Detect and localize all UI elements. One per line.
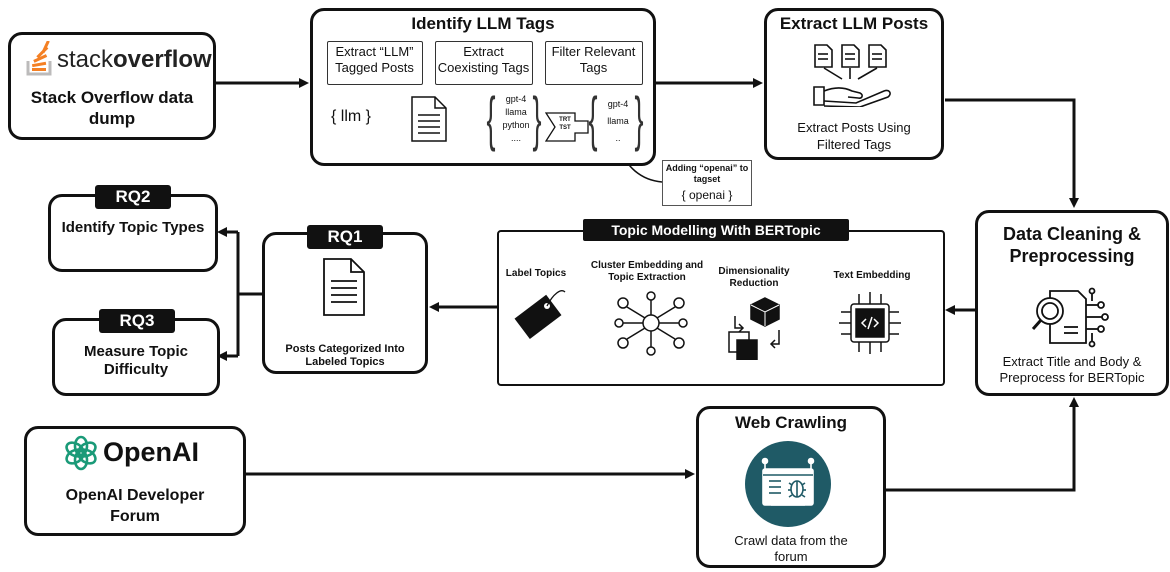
filtered-tag-list: gpt-4 llama ..	[597, 96, 639, 147]
rq1-badge: RQ1	[307, 225, 383, 249]
step-coexisting-label: Extract Coexisting Tags	[437, 44, 530, 75]
coexisting-tag: llama	[505, 107, 527, 117]
filtered-tag: llama	[607, 116, 629, 126]
extract-posts-caption: Extract Posts Using Filtered Tags	[797, 120, 911, 152]
rq2-badge: RQ2	[95, 185, 171, 209]
extract-posts-box: Extract LLM Posts Extract Posts Using Fi…	[764, 8, 944, 160]
openai-logo-text: OpenAI	[103, 437, 200, 467]
chip-code-icon	[839, 292, 901, 354]
coexisting-tag: ....	[510, 133, 521, 143]
data-cleaning-title: Data Cleaning & Preprocessing	[1002, 224, 1142, 266]
openai-forum-box: OpenAI OpenAI Developer Forum	[24, 426, 246, 536]
stackoverflow-logo-bold: overflow	[113, 46, 212, 73]
text-embedding-label: Text Embedding	[833, 270, 911, 281]
note-text: Adding “openai” to tagset	[665, 163, 749, 184]
arrow-crawl-to-cleaning	[884, 397, 1079, 492]
rq3-badge: RQ3	[99, 309, 175, 333]
brace-open-icon: {	[588, 85, 598, 152]
web-crawling-title: Web Crawling	[734, 413, 848, 432]
filter-label-trt: TRT	[559, 117, 571, 123]
openai-tag-note: Adding “openai” to tagset { openai }	[662, 160, 752, 206]
step-filter-box: Filter Relevant Tags	[545, 41, 643, 85]
data-processing-magnifier-icon	[1031, 287, 1109, 348]
extract-documents-hand-icon	[813, 44, 891, 107]
bertopic-box: Topic Modelling With BERTopic Label Topi…	[497, 219, 945, 386]
filtered-tag: gpt-4	[607, 99, 629, 109]
crawl-icon-circle	[745, 441, 831, 527]
dimensionality-label: Dimensionality Reduction	[718, 266, 790, 289]
tag-label-icon	[514, 290, 566, 339]
data-cleaning-caption: Extract Title and Body & Preprocess for …	[999, 354, 1145, 385]
coexisting-tag: python	[502, 120, 530, 130]
document-icon	[323, 258, 365, 316]
stackoverflow-box: stackoverflow Stack Overflow data dump	[8, 32, 216, 140]
filtered-tag: ..	[615, 133, 621, 143]
rq2-caption: Identify Topic Types	[61, 219, 205, 236]
input-tag-llm: { llm }	[330, 108, 371, 125]
identify-title: Identify LLM Tags	[411, 14, 555, 33]
stackoverflow-icon	[26, 41, 52, 76]
web-crawling-caption: Crawl data from the forum	[734, 533, 848, 564]
step-extract-llm-label: Extract “LLM” Tagged Posts	[335, 44, 414, 75]
filter-label-tst: TST	[559, 125, 571, 131]
rq2-box: RQ2 Identify Topic Types	[48, 185, 218, 272]
stackoverflow-caption: Stack Overflow data dump	[30, 88, 194, 128]
identify-tags-box: Identify LLM Tags Extract “LLM” Tagged P…	[310, 8, 656, 166]
step-extract-llm-box: Extract “LLM” Tagged Posts	[327, 41, 423, 85]
openai-logo-icon	[65, 435, 97, 471]
stackoverflow-logo-light: stack	[57, 46, 114, 73]
rq3-box: RQ3 Measure Topic Difficulty	[52, 309, 220, 396]
brace-close-icon: }	[634, 85, 644, 152]
dimensionality-reduction-icon	[728, 297, 780, 360]
web-crawler-bug-icon	[761, 457, 815, 506]
rq1-box: RQ1 Posts Categorized Into Labeled Topic…	[262, 225, 428, 374]
web-crawling-box: Web Crawling Crawl data from the forum	[696, 406, 886, 568]
extract-posts-title: Extract LLM Posts	[779, 14, 929, 33]
step-coexisting-box: Extract Coexisting Tags	[435, 41, 533, 85]
label-topics-label: Label Topics	[505, 268, 567, 279]
rq1-caption: Posts Categorized Into Labeled Topics	[285, 343, 405, 368]
coexisting-tag-list: gpt-4 llama python ....	[495, 93, 537, 145]
funnel-filter-icon	[545, 112, 589, 142]
arrow-extract-to-cleaning	[945, 98, 1079, 208]
document-icon	[411, 96, 447, 142]
cluster-network-icon	[614, 291, 688, 356]
openai-caption: OpenAI Developer Forum	[65, 487, 205, 525]
stackoverflow-logo: stackoverflow	[25, 41, 212, 77]
data-cleaning-box: Data Cleaning & Preprocessing Extract Ti…	[975, 210, 1169, 396]
cluster-label: Cluster Embedding and Topic Extraction	[590, 260, 704, 283]
step-filter-label: Filter Relevant Tags	[551, 44, 636, 75]
brace-close-icon: }	[532, 85, 542, 152]
note-tag: { openai }	[681, 188, 733, 202]
coexisting-tag: gpt-4	[505, 94, 527, 104]
brace-open-icon: {	[486, 85, 496, 152]
bertopic-title: Topic Modelling With BERTopic	[583, 219, 849, 241]
rq3-caption: Measure Topic Difficulty	[84, 343, 188, 378]
